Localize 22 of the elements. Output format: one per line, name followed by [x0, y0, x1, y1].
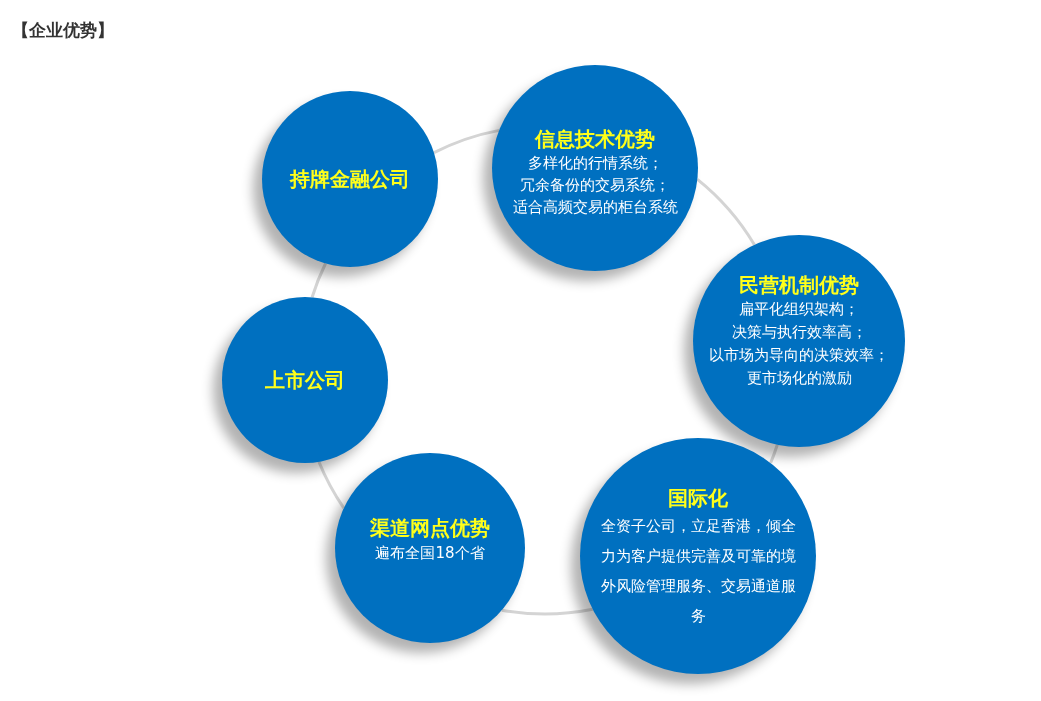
ring-arc: [433, 128, 500, 155]
circle-text: 扁平化组织架构；: [739, 299, 859, 320]
circle-title: 持牌金融公司: [290, 166, 410, 192]
ring-arc: [769, 444, 779, 464]
circle-text: 遍布全国18个省: [375, 543, 485, 564]
page-title: 【企业优势】: [12, 19, 114, 42]
circle-title: 渠道网点优势: [370, 515, 490, 541]
circle-text: 决策与执行效率高；: [731, 322, 867, 343]
circle-text: 全资子公司，立足香港，倾全力为客户提供完善及可靠的境外风险管理服务、交易通道服务: [600, 516, 796, 627]
ring-arc: [501, 607, 593, 616]
circle-text: 更市场化的激励: [746, 368, 852, 389]
circle-title: 国际化: [668, 485, 728, 511]
circle-text: 多样化的行情系统；: [527, 153, 663, 174]
circle-title: 上市公司: [265, 367, 345, 393]
circle-title: 信息技术优势: [535, 126, 655, 152]
circle-text: 以市场为导向的决策效率；: [709, 345, 889, 366]
circle-text: 适合高频交易的柜台系统: [512, 197, 678, 218]
ring-arc: [310, 262, 327, 298]
circle-title: 民营机制优势: [739, 272, 859, 298]
ring-arc: [696, 178, 756, 246]
ring-arc: [317, 461, 346, 509]
circle-text: 冗余备份的交易系统；: [520, 175, 670, 196]
